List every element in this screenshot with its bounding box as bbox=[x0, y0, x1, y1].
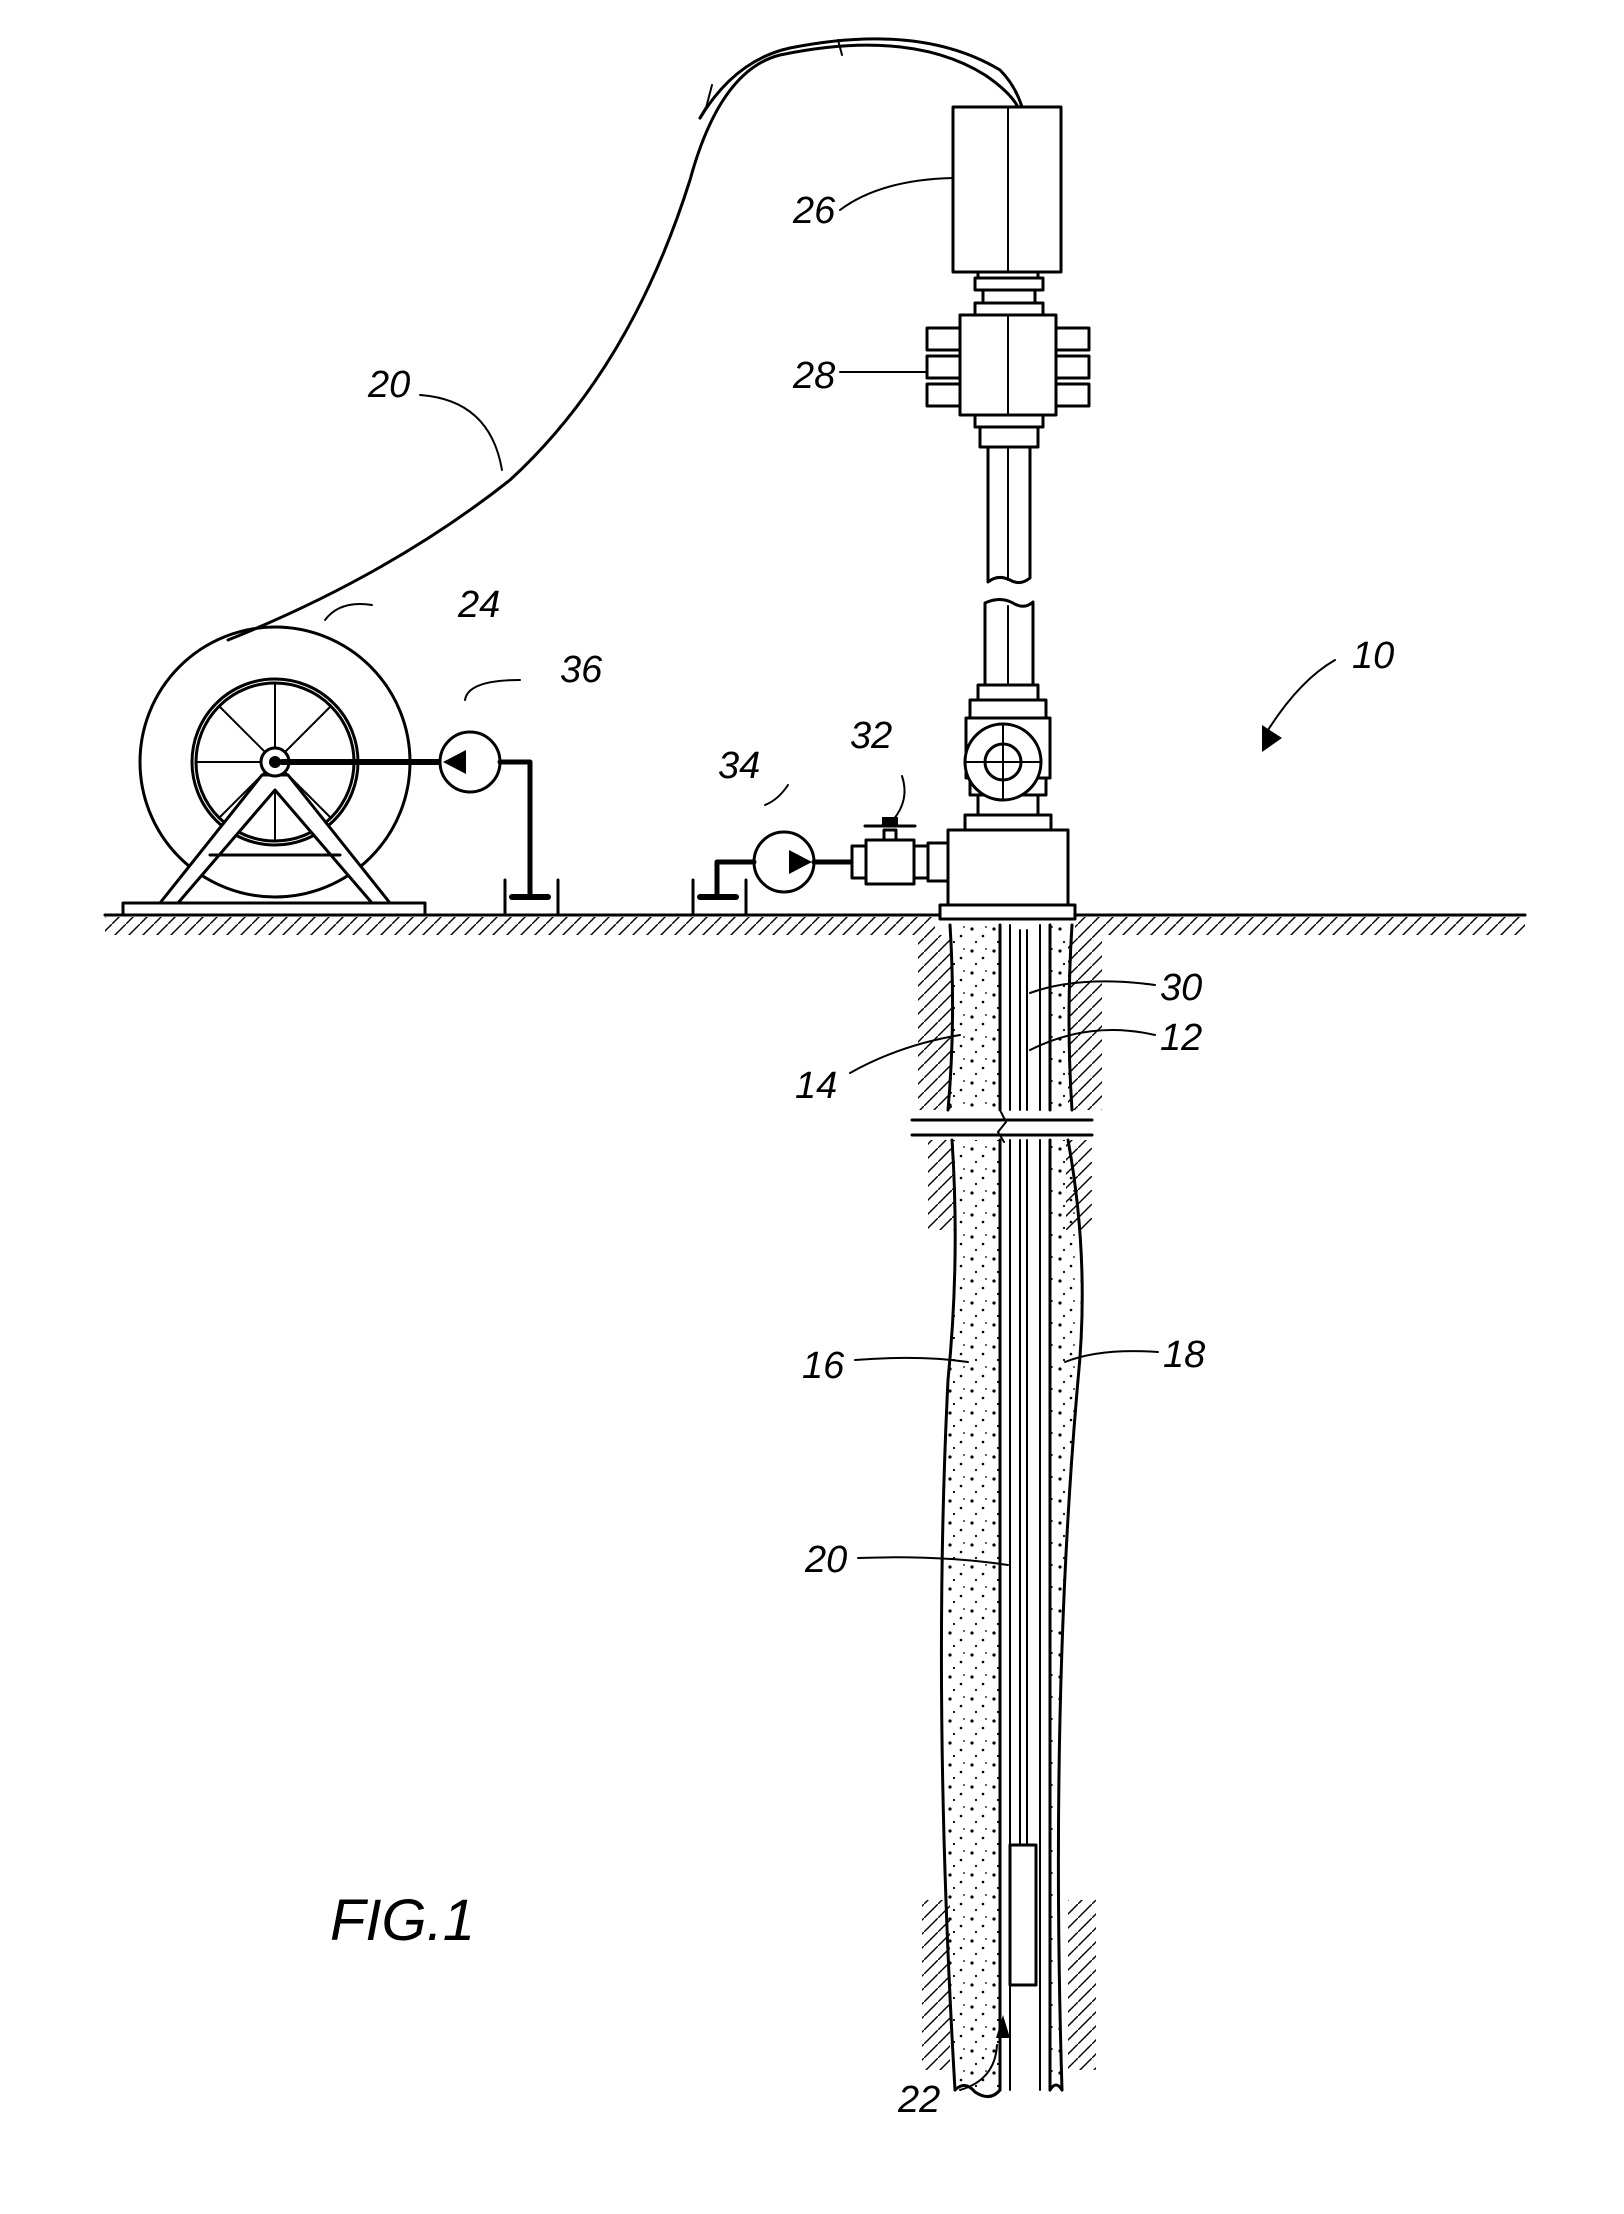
injector-head bbox=[953, 107, 1061, 278]
label-36: 36 bbox=[560, 649, 603, 691]
label-10: 10 bbox=[1352, 635, 1394, 677]
leader-32 bbox=[893, 776, 905, 820]
valve-32 bbox=[852, 817, 948, 884]
label-16: 16 bbox=[802, 1345, 845, 1387]
leader-26 bbox=[840, 178, 952, 210]
label-18: 18 bbox=[1163, 1334, 1205, 1376]
figure-label: FIG.1 bbox=[330, 1888, 475, 1953]
arrow-10-head bbox=[1262, 725, 1282, 752]
downhole-tool bbox=[1010, 1845, 1036, 1985]
leader-24 bbox=[325, 604, 372, 620]
wellhead-base bbox=[940, 815, 1075, 919]
ground-surface bbox=[105, 915, 1525, 935]
wellhead-valve-stack bbox=[965, 685, 1050, 815]
section-break bbox=[912, 1112, 1092, 1142]
cable-gooseneck bbox=[228, 39, 1022, 640]
label-26: 26 bbox=[792, 190, 836, 232]
label-32: 32 bbox=[850, 715, 892, 757]
label-24: 24 bbox=[457, 584, 500, 626]
label-22: 22 bbox=[897, 2079, 940, 2121]
leader-34 bbox=[765, 785, 788, 805]
cable-reel bbox=[123, 627, 425, 915]
leader-36 bbox=[465, 680, 520, 700]
label-12: 12 bbox=[1160, 1017, 1202, 1059]
label-20-bottom: 20 bbox=[804, 1539, 847, 1581]
label-30: 30 bbox=[1160, 967, 1202, 1009]
label-34: 34 bbox=[718, 745, 760, 787]
riser-pipe-upper bbox=[988, 447, 1030, 583]
riser-pipe-lower bbox=[985, 600, 1033, 686]
leader-10 bbox=[1268, 660, 1335, 730]
leader-20-top bbox=[420, 395, 502, 470]
wellbore-upper-section bbox=[948, 925, 1072, 1110]
label-14: 14 bbox=[795, 1065, 837, 1107]
label-28: 28 bbox=[792, 355, 835, 397]
label-20-top: 20 bbox=[367, 364, 410, 406]
pump-36 bbox=[440, 732, 558, 915]
leader-lines bbox=[325, 178, 1335, 2090]
cable-in-well bbox=[1020, 930, 1027, 1845]
reference-numerals: 26 28 20 24 36 34 32 10 30 12 14 16 18 2… bbox=[367, 190, 1394, 2121]
bop-stack bbox=[927, 278, 1089, 447]
pump-34 bbox=[693, 832, 852, 915]
